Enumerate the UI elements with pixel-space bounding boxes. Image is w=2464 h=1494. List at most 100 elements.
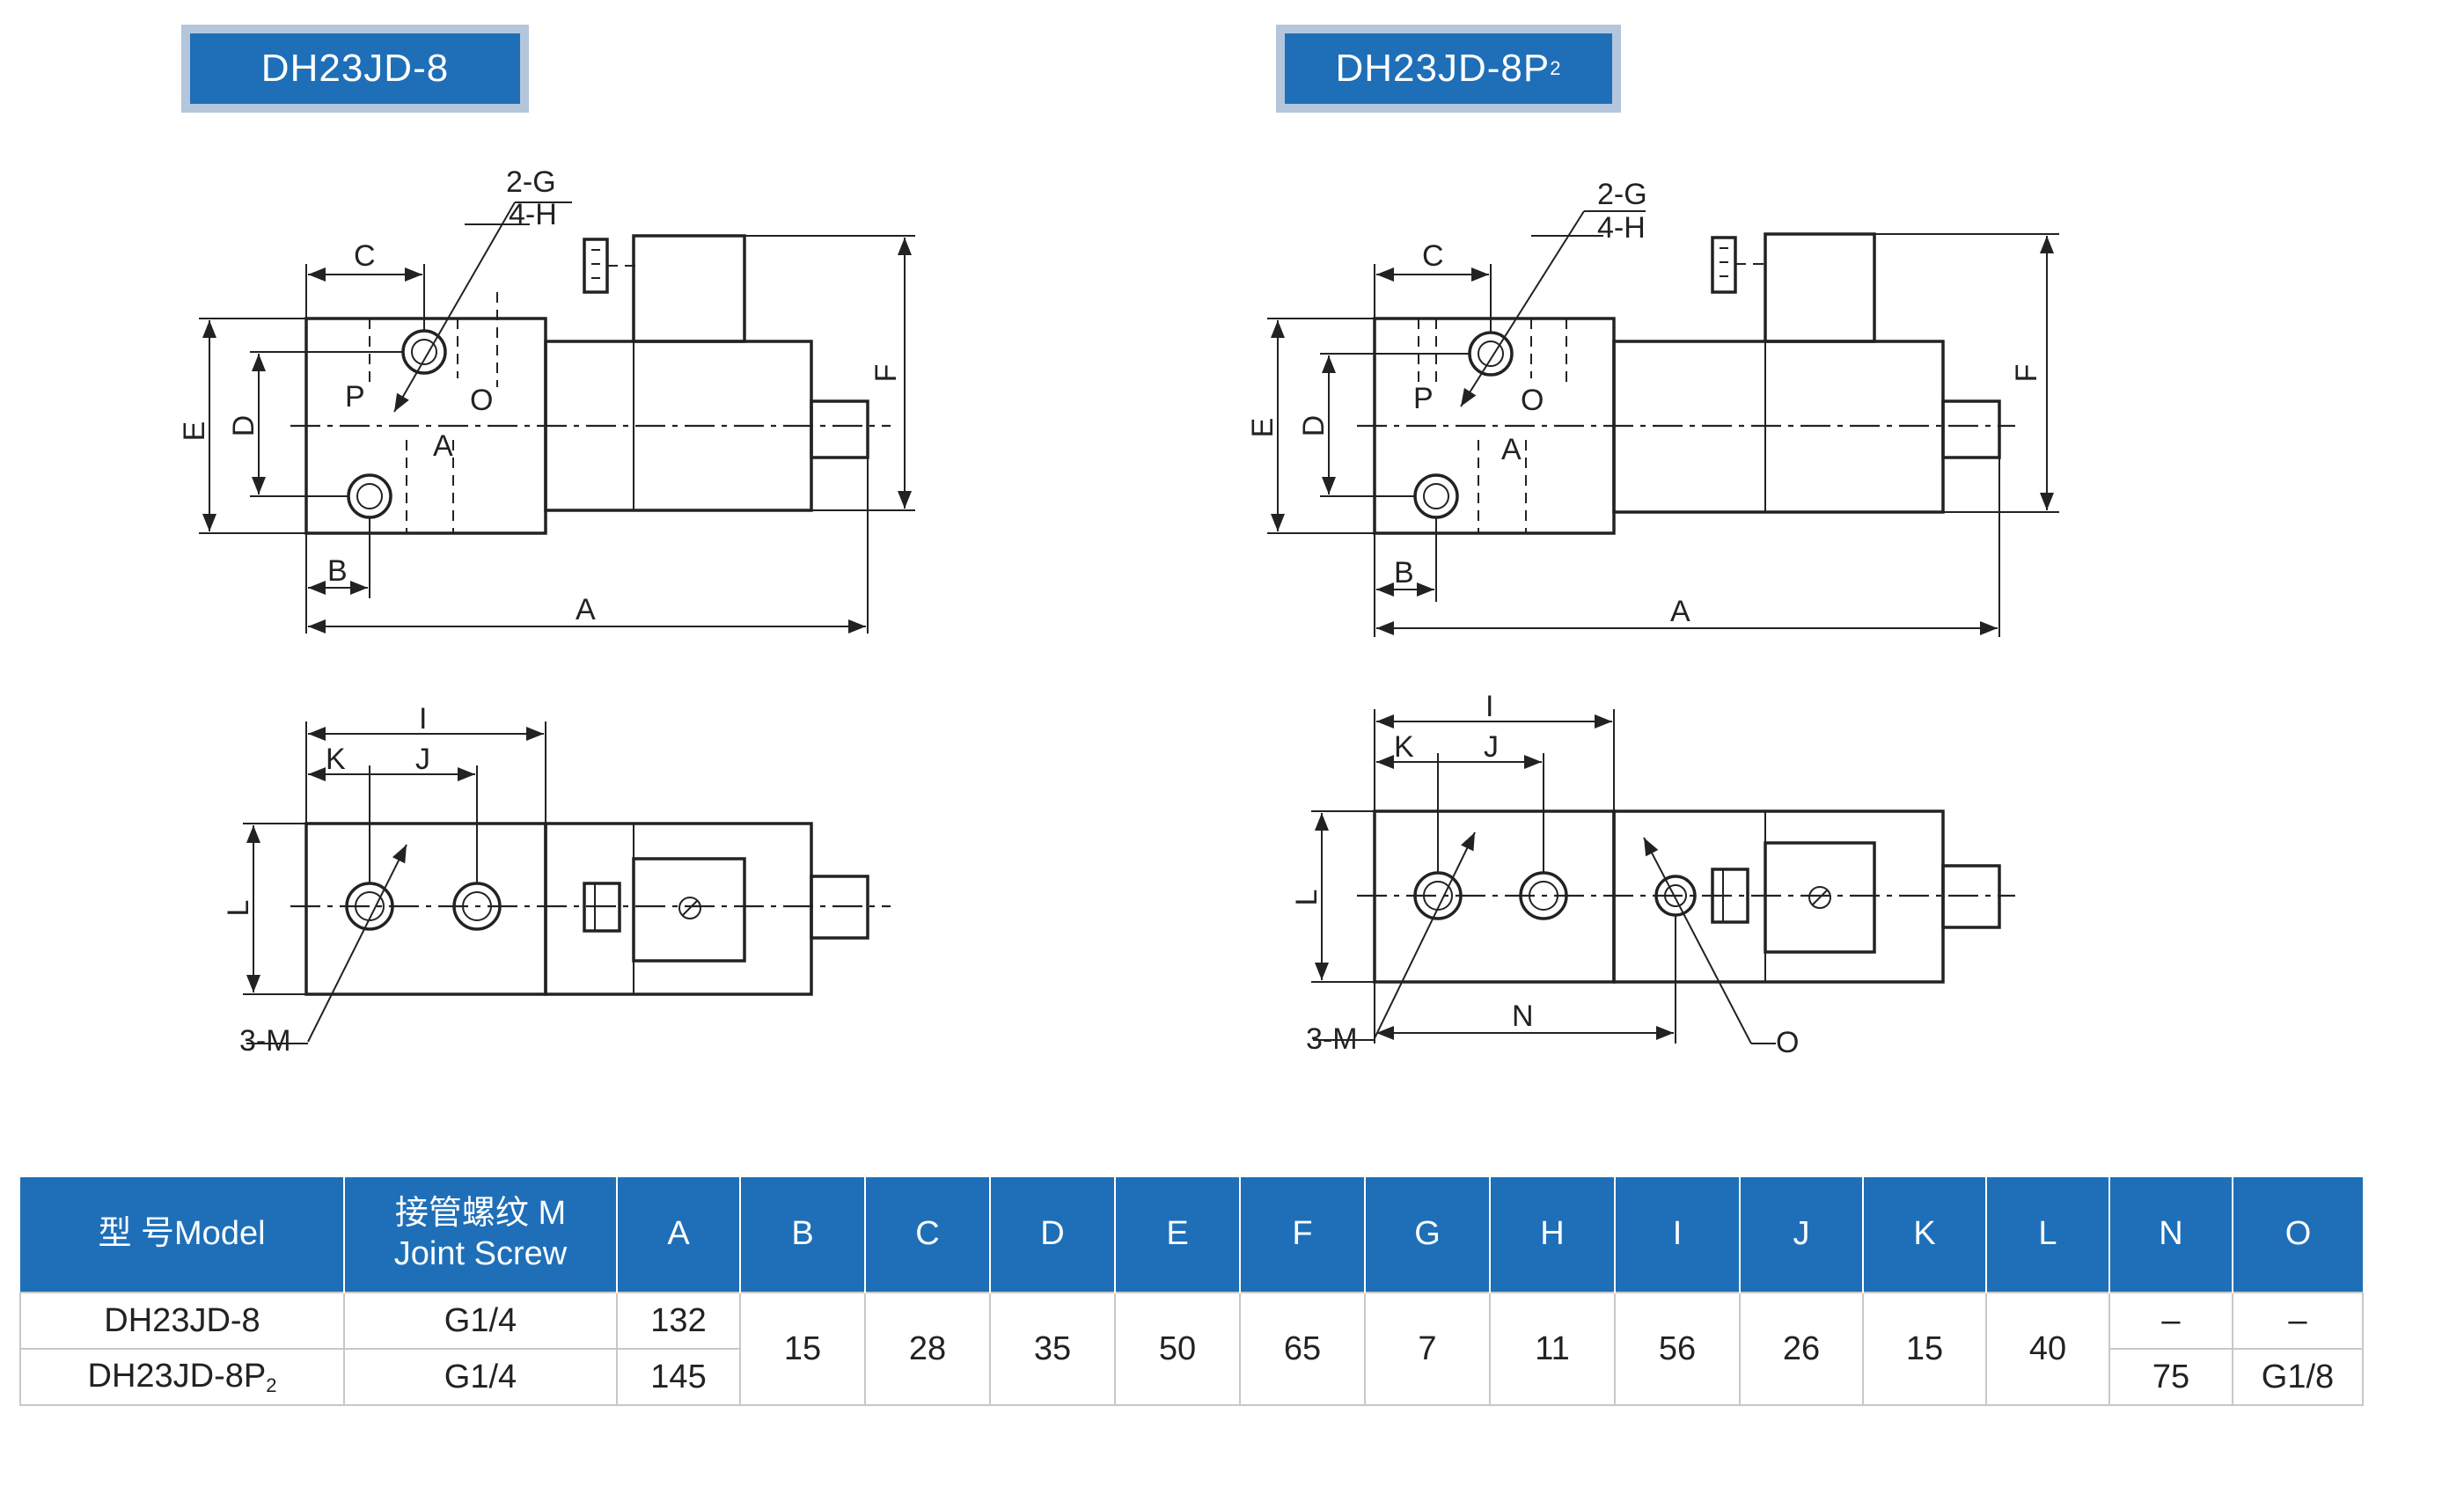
cell-f: 65 [1239, 1292, 1366, 1406]
header-i: I [1614, 1177, 1740, 1293]
label-o-port: O [470, 384, 493, 417]
top-view-left: I K J L 3-M [222, 702, 891, 1058]
model-badge-right-text: DH23JD-8P [1335, 47, 1551, 90]
header-joint-line2: Joint Screw [393, 1235, 568, 1272]
cell-model: DH23JD-8P2 [19, 1348, 345, 1406]
label-l: L [222, 900, 255, 917]
header-l: L [1985, 1177, 2109, 1293]
cell-model: DH23JD-8 [19, 1292, 345, 1350]
label-f: F [869, 364, 903, 383]
label-b: B [327, 554, 348, 588]
cell-d: 35 [989, 1292, 1116, 1406]
label-a-dim-p2: A [1670, 595, 1690, 628]
header-g: G [1364, 1177, 1490, 1293]
header-d: D [989, 1177, 1115, 1293]
cell-model-sub: 2 [266, 1373, 277, 1396]
label-e: E [178, 421, 211, 442]
cell-b: 15 [739, 1292, 866, 1406]
label-j: J [415, 743, 430, 776]
port-p-circle [401, 329, 447, 375]
header-joint-line1: 接管螺纹 M [394, 1195, 567, 1233]
table-row: DH23JD-8 G1/4 132 15 28 35 50 65 7 11 56… [19, 1292, 2364, 1406]
header-f: F [1239, 1177, 1365, 1293]
label-k: K [326, 743, 346, 776]
label-j-p2: J [1484, 730, 1499, 764]
cell-l: 40 [1985, 1292, 2110, 1406]
label-3-m: 3-M [239, 1024, 291, 1058]
port-p-circle-p2 [1468, 331, 1514, 377]
cell-o: – [2232, 1292, 2364, 1350]
plug-pin-p2 [1711, 236, 1737, 294]
port-a-circle-p2 [1413, 473, 1459, 519]
label-d: D [227, 415, 260, 437]
side-view-left: P O A 2-G 4-H C E D F B A [178, 165, 915, 633]
top-plug [583, 882, 621, 933]
model-badge-left: DH23JD-8 [181, 25, 529, 113]
port-a-circle [347, 473, 392, 519]
cell-joint: G1/4 [343, 1292, 618, 1350]
label-2-g: 2-G [506, 165, 556, 199]
cell-i: 56 [1614, 1292, 1741, 1406]
cell-o: G1/8 [2232, 1348, 2364, 1406]
header-n: N [2108, 1177, 2233, 1293]
header-o: O [2232, 1177, 2363, 1293]
connector-box [632, 234, 746, 343]
cell-model-text: DH23JD-8P [87, 1357, 267, 1395]
plug-pin [583, 238, 609, 294]
label-n: N [1512, 1000, 1534, 1033]
end-cap [810, 399, 869, 459]
cell-e: 50 [1114, 1292, 1241, 1406]
label-o-port-p2: O [1521, 384, 1544, 417]
cell-joint: G1/4 [343, 1348, 618, 1406]
model-badge-right-sub: 2 [1550, 57, 1562, 79]
label-i-p2: I [1485, 690, 1493, 723]
cell-a: 132 [616, 1292, 741, 1350]
label-4-h-p2: 4-H [1597, 211, 1646, 245]
cell-a: 145 [616, 1348, 741, 1406]
label-l-p2: L [1290, 890, 1324, 906]
label-f-p2: F [2010, 364, 2043, 383]
top-screw [678, 897, 701, 919]
label-p: P [345, 380, 365, 414]
cell-k: 15 [1862, 1292, 1987, 1406]
label-k-p2: K [1394, 730, 1414, 764]
header-k: K [1862, 1177, 1986, 1293]
model-badge-left-text: DH23JD-8 [190, 33, 520, 104]
technical-drawings: P O A 2-G 4-H C E D F B A [178, 165, 2059, 1059]
label-c: C [354, 239, 376, 273]
cell-n: 75 [2108, 1348, 2233, 1406]
label-b-p2: B [1394, 556, 1414, 590]
label-c-p2: C [1422, 239, 1444, 273]
header-a: A [616, 1177, 740, 1293]
header-e: E [1114, 1177, 1240, 1293]
label-a-port-p2: A [1501, 433, 1522, 466]
cell-n: – [2108, 1292, 2233, 1350]
cell-g: 7 [1364, 1292, 1491, 1406]
top-screw-p2 [1808, 886, 1831, 909]
label-i: I [419, 702, 427, 736]
top-view-right: I K J L N 3-M O [1290, 690, 2015, 1059]
label-4-h: 4-H [509, 198, 557, 231]
label-a-dim: A [576, 593, 596, 626]
label-2-g-p2: 2-G [1597, 178, 1647, 211]
header-b: B [739, 1177, 865, 1293]
label-a-port: A [433, 429, 453, 463]
label-e-p2: E [1246, 418, 1280, 438]
label-o: O [1776, 1026, 1799, 1059]
label-3-m-p2: 3-M [1306, 1022, 1358, 1056]
cell-c: 28 [864, 1292, 991, 1406]
label-d-p2: D [1297, 415, 1331, 437]
top-connector-p2 [1764, 841, 1876, 954]
top-connector [632, 857, 746, 963]
side-view-right: P O A 2-G 4-H C E D F B A [1246, 178, 2059, 637]
label-p-p2: P [1413, 382, 1434, 415]
top-body [304, 822, 547, 996]
header-c: C [864, 1177, 990, 1293]
header-j: J [1739, 1177, 1863, 1293]
cell-j: 26 [1739, 1292, 1864, 1406]
